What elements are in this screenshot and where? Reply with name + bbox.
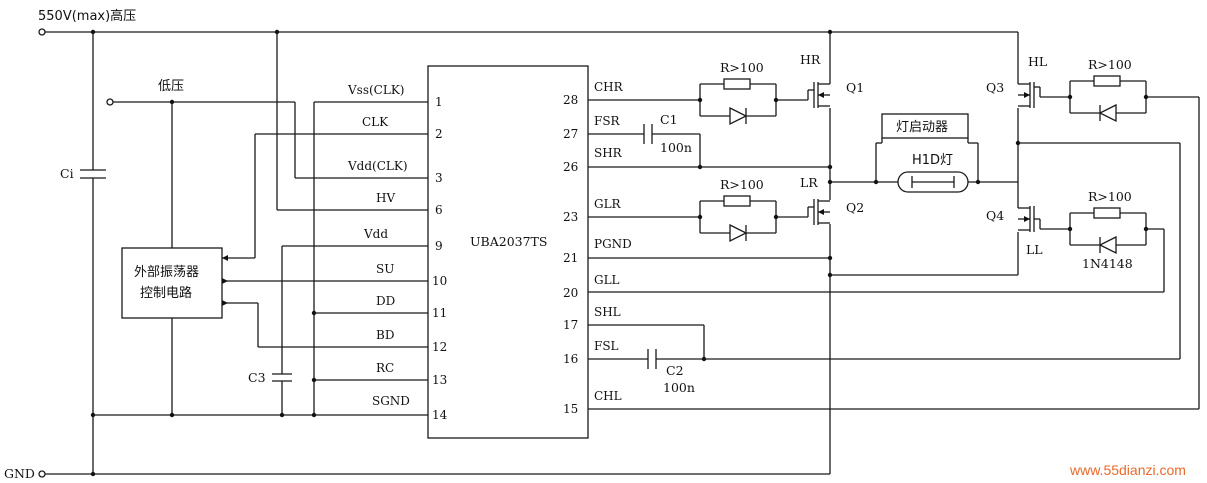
hid-lamp <box>897 171 969 193</box>
starter-label: 灯启动器 <box>896 120 948 135</box>
pin-number: 3 <box>435 171 443 185</box>
pin-number: 10 <box>432 274 447 288</box>
pin-number: 17 <box>563 318 578 332</box>
pin-label: Vdd(CLK) <box>347 159 408 173</box>
pin-number: 23 <box>563 210 578 224</box>
pin-number: 28 <box>563 93 578 107</box>
pin-label: CLK <box>362 115 389 129</box>
pin-number: 1 <box>435 95 443 109</box>
right-wiring <box>588 32 1200 474</box>
c1-label: C1 <box>660 112 678 127</box>
pin-label: FSR <box>594 114 621 128</box>
pin-number: 21 <box>563 251 578 265</box>
r-q1-label: R>100 <box>720 60 764 75</box>
ic-name: UBA2037TS <box>470 234 547 249</box>
pin-number: 16 <box>563 352 578 366</box>
c3-label: C3 <box>248 370 266 385</box>
ic-left-pins: Vss(CLK) 1 CLK 2 Vdd(CLK) 3 HV 6 Vdd 9 S… <box>347 83 448 422</box>
capacitor-c1 <box>643 124 653 144</box>
ground-rail <box>38 470 830 478</box>
watermark: www.55dianzi.com <box>1069 462 1186 478</box>
pin-label: GLR <box>594 197 622 211</box>
low-voltage-rail <box>106 98 295 106</box>
pin-number: 2 <box>435 127 443 141</box>
c2-value: 100n <box>663 380 695 395</box>
high-voltage-rail <box>38 28 1018 36</box>
gate-network-q3 <box>1040 75 1149 123</box>
capacitor-ci <box>80 32 106 474</box>
pin-number: 13 <box>432 373 447 387</box>
pin-label: DD <box>376 294 395 308</box>
oscillator-line1: 外部振荡器 <box>134 265 199 280</box>
pin-label: FSL <box>594 339 619 353</box>
mosfet-q4 <box>1018 206 1041 232</box>
pin-number: 9 <box>435 239 443 253</box>
pin-label: HV <box>376 191 395 205</box>
oscillator-block: 外部振荡器 控制电路 <box>121 247 223 319</box>
ground-label: GND <box>4 466 35 481</box>
mosfet-q2 <box>807 199 830 225</box>
pin-number: 26 <box>563 160 578 174</box>
pin-label: RC <box>376 361 394 375</box>
ic-right-pins: 28 CHR 27 FSR 26 SHR 23 GLR 21 PGND 20 G… <box>563 80 632 416</box>
r-q2-label: R>100 <box>720 177 764 192</box>
lamp-starter: 灯启动器 <box>875 113 979 182</box>
left-bus-wiring <box>93 32 428 418</box>
pin-label: PGND <box>594 237 632 251</box>
diode-label: 1N4148 <box>1082 256 1133 271</box>
pin-number: 11 <box>432 306 447 320</box>
ci-label: Ci <box>60 166 74 181</box>
q4-label: Q4 <box>986 208 1004 223</box>
q3-label: Q3 <box>986 80 1004 95</box>
gate-network-q4 <box>1040 207 1149 255</box>
q1-name: HR <box>800 52 821 67</box>
gate-network-q1 <box>697 78 808 126</box>
q2-name: LR <box>800 175 818 190</box>
low-voltage-label: 低压 <box>158 79 184 94</box>
pin-label: SHL <box>594 305 621 319</box>
q1-label: Q1 <box>846 80 864 95</box>
pin-number: 15 <box>563 402 578 416</box>
q3-name: HL <box>1028 54 1047 69</box>
lamp-label: H1D灯 <box>912 153 953 168</box>
pin-number: 12 <box>432 340 447 354</box>
pin-number: 20 <box>563 286 578 300</box>
oscillator-line2: 控制电路 <box>140 285 192 301</box>
ic-uba2037ts: UBA2037TS <box>427 65 589 439</box>
mosfet-q3 <box>1018 82 1041 108</box>
pin-number: 6 <box>435 203 443 217</box>
high-voltage-label: 550V(max)高压 <box>38 8 136 24</box>
q4-name: LL <box>1026 242 1043 257</box>
c1-value: 100n <box>660 140 692 155</box>
pin-label: BD <box>376 328 394 342</box>
pin-label: SU <box>376 262 394 276</box>
r-q4-label: R>100 <box>1088 189 1132 204</box>
pin-label: SGND <box>372 394 410 408</box>
pin-label: CHR <box>594 80 624 94</box>
pin-label: Vss(CLK) <box>347 83 404 97</box>
mosfet-q1 <box>807 82 830 108</box>
pin-label: GLL <box>594 273 620 287</box>
pin-label: SHR <box>594 146 623 160</box>
q2-label: Q2 <box>846 200 864 215</box>
capacitor-c2 <box>647 349 657 369</box>
pin-number: 14 <box>432 408 448 422</box>
pin-label: Vdd <box>363 227 388 241</box>
gate-network-q2 <box>697 195 808 243</box>
pin-label: CHL <box>594 389 622 403</box>
c2-label: C2 <box>666 363 684 378</box>
pin-number: 27 <box>563 127 578 141</box>
r-q3-label: R>100 <box>1088 57 1132 72</box>
